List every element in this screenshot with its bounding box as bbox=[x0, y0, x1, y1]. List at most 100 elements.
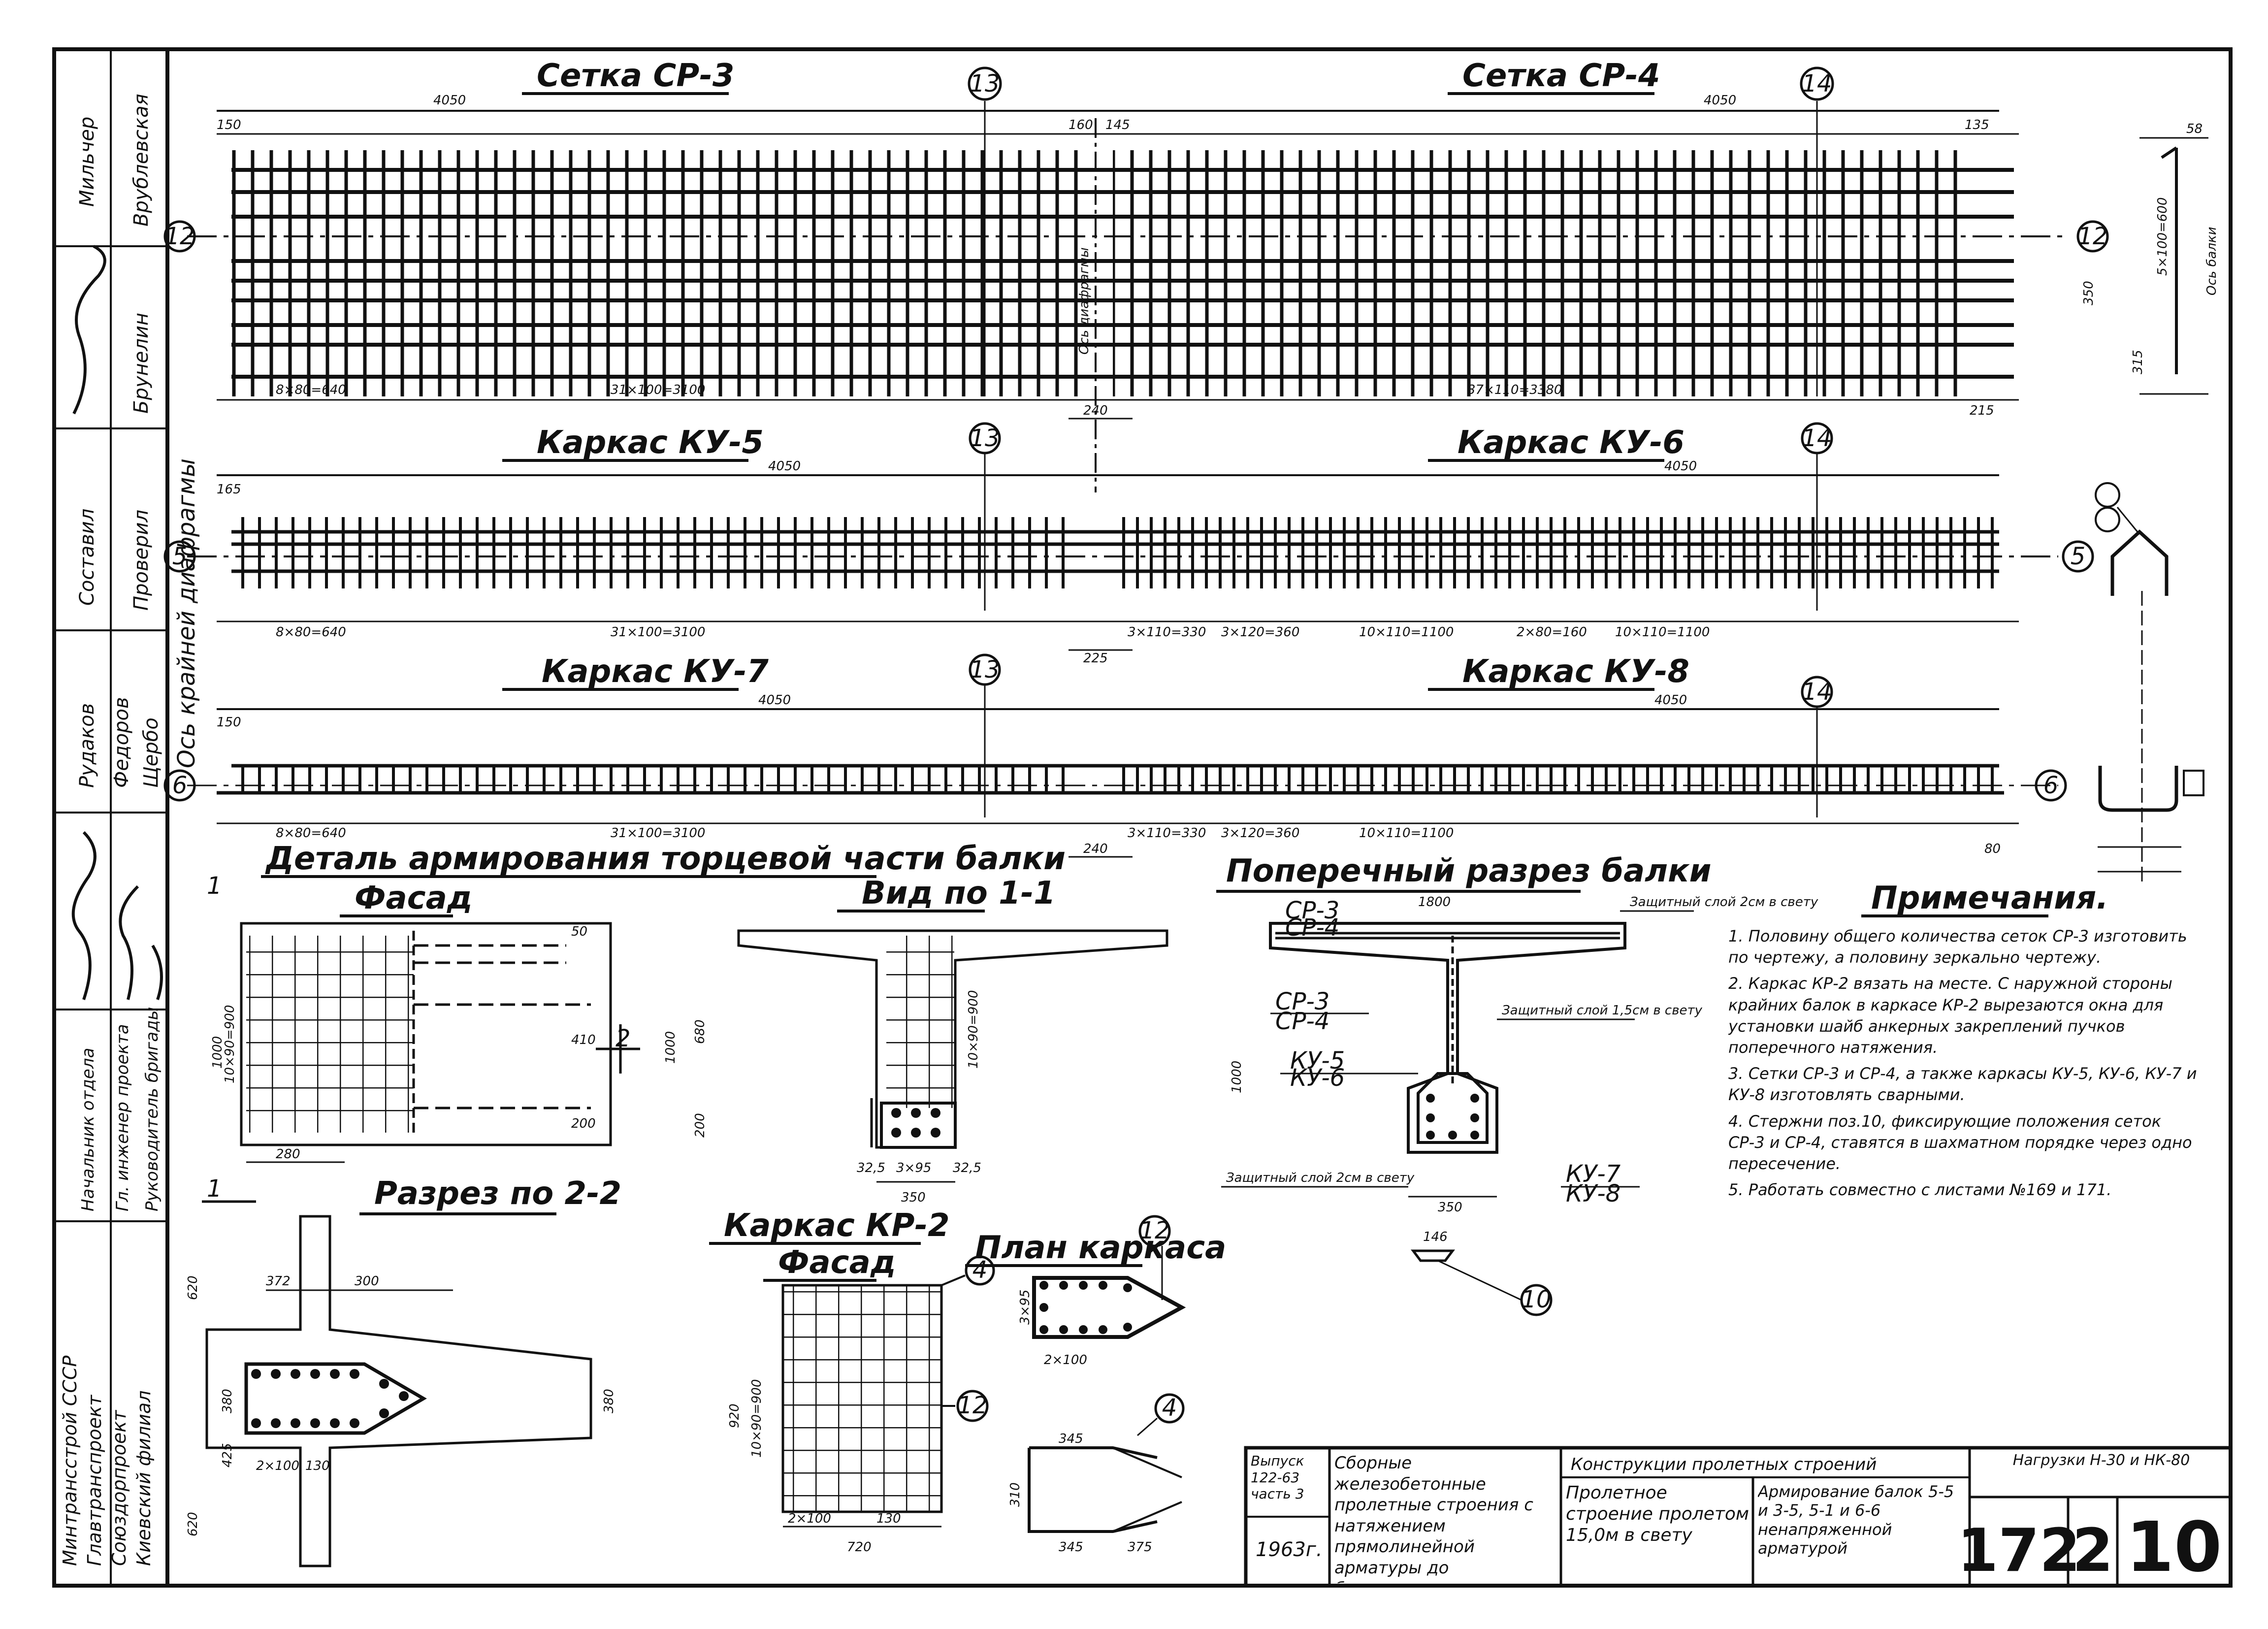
beam-cross-section: Поперечный разрез балки 1800 СР-3 СР-4 З… bbox=[1216, 853, 1818, 1316]
dim-s1-ku7: 8×80=640 bbox=[276, 826, 346, 841]
tb-issue: Выпуск 122-63 часть 3 bbox=[1251, 1453, 1304, 1502]
note-3: 3. Сетки СР-3 и СР-4, а также каркасы КУ… bbox=[1728, 1064, 2197, 1105]
dim-130-sec: 130 bbox=[305, 1459, 330, 1473]
end-part-detail: Деталь армирования торцевой части балки … bbox=[186, 841, 1168, 1567]
dim-s5-ku6: 10×110=1100 bbox=[1359, 625, 1454, 640]
stamp-org-2: Главтранспроект bbox=[84, 1394, 105, 1566]
mesh-cp3-vertical-bars bbox=[231, 150, 1078, 396]
label-cp4-top: СР-4 bbox=[1285, 914, 1339, 942]
tb-count: 10 bbox=[2126, 1507, 2222, 1588]
marker-4-kp2-label: 4 bbox=[972, 1256, 988, 1284]
marker-6-right-label: 6 bbox=[2043, 772, 2059, 799]
dim-1000-cross: 1000 bbox=[1230, 1061, 1244, 1093]
marker-12-right bbox=[2076, 220, 2109, 253]
cut-1-top: 1 bbox=[207, 872, 222, 900]
marker-12-plan-label: 12 bbox=[1139, 1217, 1169, 1244]
tb-part: 2 bbox=[2072, 1517, 2113, 1585]
mesh-cp3-cp4: Сетка СР-3 Сетка СР-4 13 14 4050 4050 15… bbox=[163, 58, 2219, 492]
side-stamp: Мильчер Врублевская Брунелин Составил Пр… bbox=[54, 49, 167, 1586]
dim-350-end: 350 bbox=[2081, 281, 2096, 305]
title-block: Выпуск 122-63 часть 3 1963г. Сборные жел… bbox=[1244, 1446, 2233, 1588]
dim-150-ku7: 150 bbox=[217, 715, 241, 730]
dim-165: 165 bbox=[217, 482, 241, 497]
view-11-rebar-grid bbox=[886, 936, 954, 1108]
dim-350-view: 350 bbox=[901, 1190, 926, 1205]
dim-900-view: 10×90=900 bbox=[966, 990, 981, 1069]
dim-280: 280 bbox=[276, 1147, 300, 1162]
kp2-facade-grid bbox=[783, 1285, 941, 1512]
stamp-name-b: Врублевская bbox=[130, 94, 153, 227]
marker-12-left bbox=[163, 220, 196, 253]
dim-s1-top: 8×80=640 bbox=[276, 383, 346, 397]
dim-375: 375 bbox=[1128, 1540, 1152, 1555]
dim-4050-right: 4050 bbox=[1704, 93, 1736, 108]
tb-span: Пролетное строение пролетом 15,0м в свет… bbox=[1566, 1483, 1750, 1546]
facade-outline bbox=[240, 922, 612, 1146]
marker-4-plan bbox=[1154, 1393, 1185, 1424]
marker-6-left bbox=[163, 769, 196, 802]
stamp-role-2: Гл. инженер проекта bbox=[113, 1024, 132, 1211]
dim-s4-ku8: 3×120=360 bbox=[1221, 826, 1299, 841]
stamp-role-checked: Проверил bbox=[130, 510, 153, 611]
stamp-name-c: Брунелин bbox=[130, 313, 153, 414]
marker-12-kp2 bbox=[956, 1390, 989, 1422]
dim-145: 145 bbox=[1105, 118, 1130, 132]
marker-14-mid-label: 14 bbox=[1802, 424, 1832, 452]
note-4: 4. Стержни поз.10, фиксирующие положения… bbox=[1728, 1111, 2192, 1173]
marker-14-top bbox=[1800, 66, 1834, 101]
marker-13-top-label: 13 bbox=[970, 70, 1000, 98]
marker-6-left-label: 6 bbox=[172, 772, 188, 799]
beam-axis-label: Ось балки bbox=[2204, 227, 2219, 295]
dim-160: 160 bbox=[1069, 118, 1093, 132]
cover-top: Защитный слой 2см в свету bbox=[1630, 895, 1818, 910]
marker-10 bbox=[1520, 1284, 1553, 1316]
dim-80-ku8: 80 bbox=[1984, 842, 2001, 856]
marker-12-left-label: 12 bbox=[164, 223, 194, 250]
dim-10x90-kp2: 10×90=900 bbox=[749, 1379, 764, 1458]
dim-s2-ku7: 31×100=3100 bbox=[611, 826, 705, 841]
frame-ku5-ku6: Каркас КУ-5 Каркас КУ-6 13 14 4050 4050 … bbox=[163, 422, 2169, 768]
dim-5x100: 5×100=600 bbox=[2155, 197, 2170, 276]
dim-3x95-view: 3×95 bbox=[896, 1161, 931, 1175]
frame-ku6-stirrups bbox=[1113, 517, 1999, 588]
stamp-org-4: Киевский филиал bbox=[133, 1390, 155, 1566]
dim-200-view: 200 bbox=[693, 1113, 708, 1138]
dim-4050-ku5: 4050 bbox=[768, 459, 801, 474]
detail-title: Деталь армирования торцевой части балки bbox=[265, 841, 1066, 877]
dim-s3-top: 37×110=3380 bbox=[1467, 383, 1562, 397]
kp2-title: Каркас КР-2 bbox=[724, 1207, 949, 1244]
marker-4-plan-label: 4 bbox=[1162, 1394, 1177, 1422]
dim-1000-facade: 1000 bbox=[210, 1036, 225, 1069]
stamp-org-1: Минтрансстрой СССР bbox=[59, 1356, 81, 1566]
marker-5-right bbox=[2062, 540, 2094, 573]
marker-14-top-label: 14 bbox=[1802, 70, 1832, 98]
dim-300: 300 bbox=[355, 1274, 379, 1289]
dim-s5-ku8: 10×110=1100 bbox=[1359, 826, 1454, 841]
marker-13-top bbox=[968, 66, 1002, 101]
facade-title: Фасад bbox=[355, 880, 472, 916]
view-11-title: Вид по 1-1 bbox=[862, 875, 1056, 912]
tb-topic: Конструкции пролетных строений bbox=[1571, 1455, 1877, 1474]
dim-215-top: 215 bbox=[1970, 403, 1994, 418]
tb-year: 1963г. bbox=[1256, 1538, 1323, 1561]
dim-620-top: 620 bbox=[186, 1275, 200, 1300]
dim-2x100-sec: 2×100 bbox=[256, 1459, 299, 1473]
facade-rebar-grid bbox=[246, 936, 414, 1133]
cross-section-frame bbox=[1417, 1072, 1489, 1144]
marker-13-low-label: 13 bbox=[970, 656, 1000, 684]
dim-146: 146 bbox=[1423, 1230, 1448, 1244]
frame-ku5-stirrups bbox=[231, 517, 1069, 588]
dim-225: 225 bbox=[1083, 651, 1108, 666]
frame-kp2: Каркас КР-2 Фасад 4 12 920 10×90=900 2×1… bbox=[709, 1207, 1226, 1555]
mesh-cp3-title: Сетка СР-3 bbox=[537, 58, 734, 94]
frame-ku7-title: Каркас КУ-7 bbox=[542, 653, 769, 690]
dim-425: 425 bbox=[220, 1443, 235, 1467]
dim-720: 720 bbox=[847, 1540, 872, 1555]
dim-s3-ku6: 3×110=330 bbox=[1128, 625, 1206, 640]
label-ku7: КУ-7 bbox=[1566, 1160, 1621, 1188]
label-ku8: КУ-8 bbox=[1566, 1180, 1620, 1207]
section-22-outline bbox=[205, 1215, 592, 1567]
marker-5-left-label: 5 bbox=[172, 543, 188, 570]
dim-1800: 1800 bbox=[1418, 895, 1451, 910]
